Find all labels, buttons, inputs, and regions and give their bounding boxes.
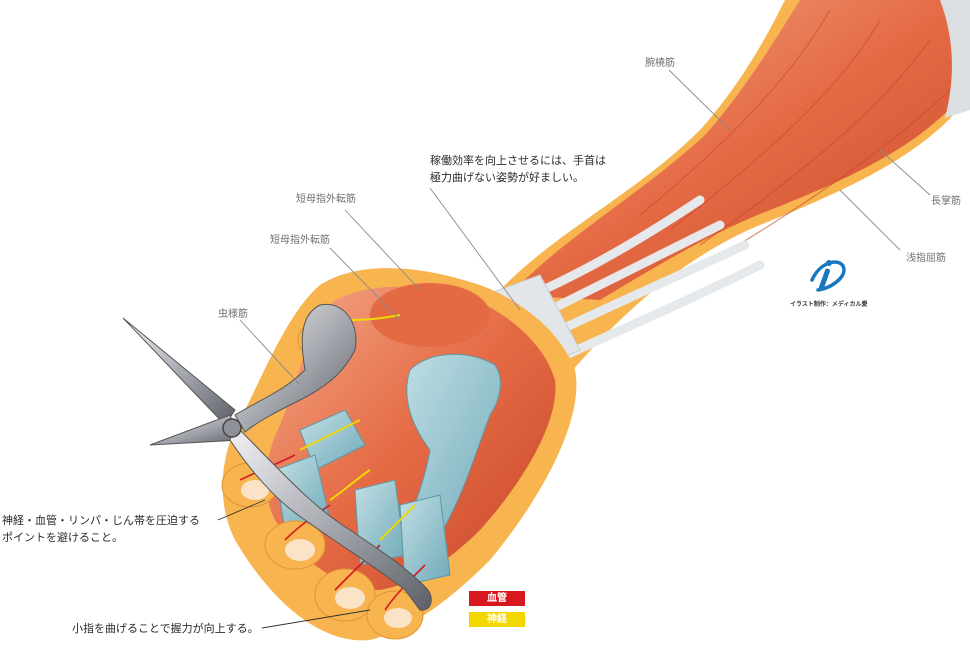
fingertip-pads [241,334,412,628]
illustration-credit: イラスト制作：メディカル愛 [790,301,868,308]
note-wrist-line2: 極力曲げない姿勢が好ましい。 [430,171,584,184]
label-fds: 浅指屈筋 [906,253,946,264]
note-pinky: 小指を曲げることで握力が向上する。 [72,622,259,635]
note-wrist-line1: 稼働効率を向上させるには、手首は [430,154,606,167]
label-palmaris-longus: 長掌筋 [931,196,961,207]
note-pressure-line1: 神経・血管・リンパ・じん帯を圧迫する [2,514,200,527]
scissor-handle-lower [229,424,432,611]
note-leader-lines [217,499,371,629]
scissor-blade-upper [122,317,236,426]
label-lumbrical: 虫様筋 [218,309,248,320]
note-wrist: 稼働効率を向上させるには、手首は 極力曲げない姿勢が好ましい。 [430,152,606,186]
legend-nerve: 神経 [469,612,525,627]
note-pressure: 神経・血管・リンパ・じん帯を圧迫する ポイントを避けること。 [2,512,200,546]
muscle-striations [639,9,961,251]
medical-ai-logo [810,260,846,292]
forearm-muscle [510,0,970,300]
label-apb-2: 短母指外転筋 [270,235,330,246]
scissor-pivot [222,418,242,438]
leader-lines [239,69,931,386]
elbow-tendon [940,0,970,118]
note-pressure-line2: ポイントを避けること。 [2,531,123,544]
label-apb-1: 短母指外転筋 [296,194,356,205]
thenar-muscle [370,283,490,347]
label-brachioradialis: 腕橈筋 [645,58,675,69]
legend-blood-vessel: 血管 [469,591,525,606]
scissors [122,303,432,611]
